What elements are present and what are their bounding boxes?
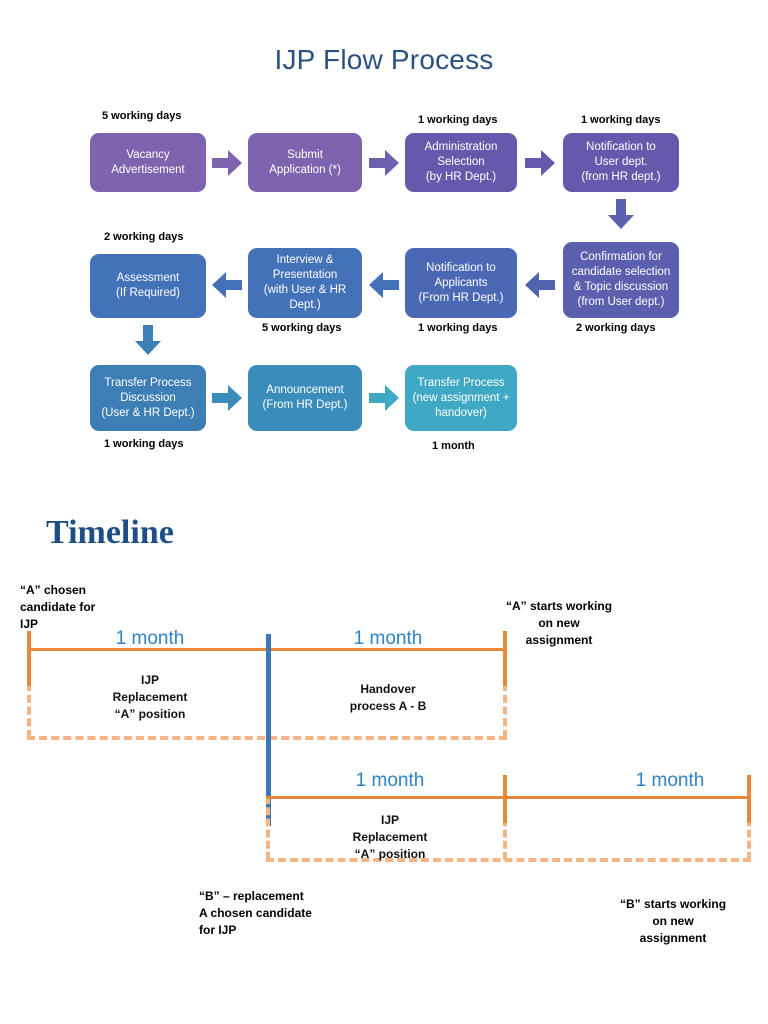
flow-box-interview-presentation[interactable]: Interview & Presentation (with User & HR… (248, 248, 362, 318)
page-title: IJP Flow Process (274, 44, 494, 75)
arrow-right-icon (369, 150, 399, 176)
bar-b-tick-end (747, 775, 751, 823)
caption-row1-0: 5 working days (102, 110, 182, 122)
caption-row1-3: 1 working days (581, 114, 661, 126)
flow-box-confirmation-candidate-selection[interactable]: Confirmation for candidate selection & T… (563, 242, 679, 318)
flow-box-administration-selection[interactable]: Administration Selection (by HR Dept.) (405, 133, 517, 192)
bar-a-seg1-duration: 1 month (353, 628, 423, 649)
caption-row2-0: 2 working days (104, 231, 184, 243)
bar-b-top-rule (266, 796, 751, 799)
bar-b-seg0-body: IJP Replacement “A” position (352, 813, 428, 861)
label-b-replacement: “B” – replacement A chosen candidate for… (199, 889, 312, 937)
flow-box-vacancy-advertisement[interactable]: Vacancy Advertisement (90, 133, 206, 192)
timeline-title: Timeline (46, 514, 174, 551)
flow-box-transfer-process-discussion[interactable]: Transfer Process Discussion (User & HR D… (90, 365, 206, 431)
arrow-left-icon (212, 272, 242, 298)
timeline-divider-blue (266, 634, 271, 826)
bar-a-right-dashed-edge (503, 648, 507, 738)
arrow-right-icon (369, 385, 399, 411)
flow-box-transfer-process[interactable]: Transfer Process (new assignment + hando… (405, 365, 517, 431)
arrow-down-icon (608, 199, 634, 229)
bar-b-tick-mid (503, 775, 507, 823)
bar-a-seg0-body: IJP Replacement “A” position (112, 673, 188, 721)
bar-b-left-dashed-edge (266, 796, 270, 860)
flow-box-notification-applicants[interactable]: Notification to Applicants (From HR Dept… (405, 248, 517, 318)
bar-a-seg1-body: Handover process A - B (349, 682, 427, 713)
caption-row2-3: 2 working days (576, 322, 656, 334)
label-a-starts-working: “A” starts working on new assignment (506, 599, 613, 647)
bar-a-seg0-duration: 1 month (115, 628, 185, 649)
caption-row3-2: 1 month (432, 440, 475, 452)
caption-row2-2: 1 working days (418, 322, 498, 334)
bar-b-mid-dashed-edge (503, 796, 507, 860)
bar-a-left-dashed-edge (27, 648, 31, 738)
arrow-right-icon (212, 150, 242, 176)
bar-b-seg0-duration: 1 month (355, 770, 425, 791)
flow-box-notification-user-dept[interactable]: Notification to User dept. (from HR dept… (563, 133, 679, 192)
arrow-left-icon (369, 272, 399, 298)
arrow-down-icon (135, 325, 161, 355)
arrow-left-icon (525, 272, 555, 298)
label-b-starts-working: “B” starts working on new assignment (620, 897, 727, 945)
bar-a-tick-end (503, 631, 507, 686)
flow-box-assessment[interactable]: Assessment (If Required) (90, 254, 206, 318)
caption-row1-2: 1 working days (418, 114, 498, 126)
flow-box-announcement[interactable]: Announcement (From HR Dept.) (248, 365, 362, 431)
arrow-right-icon (525, 150, 555, 176)
caption-row2-1: 5 working days (262, 322, 342, 334)
bar-a-tick-start (27, 631, 31, 686)
bar-b-seg1-duration: 1 month (635, 770, 705, 791)
flow-box-submit-application[interactable]: Submit Application (*) (248, 133, 362, 192)
label-a-chosen-candidate: “A” chosen candidate for IJP (20, 583, 96, 631)
bar-b-bottom-dashed-edge (266, 858, 751, 862)
arrow-right-icon (212, 385, 242, 411)
bar-b-right-dashed-edge (747, 796, 751, 860)
caption-row3-0: 1 working days (104, 438, 184, 450)
